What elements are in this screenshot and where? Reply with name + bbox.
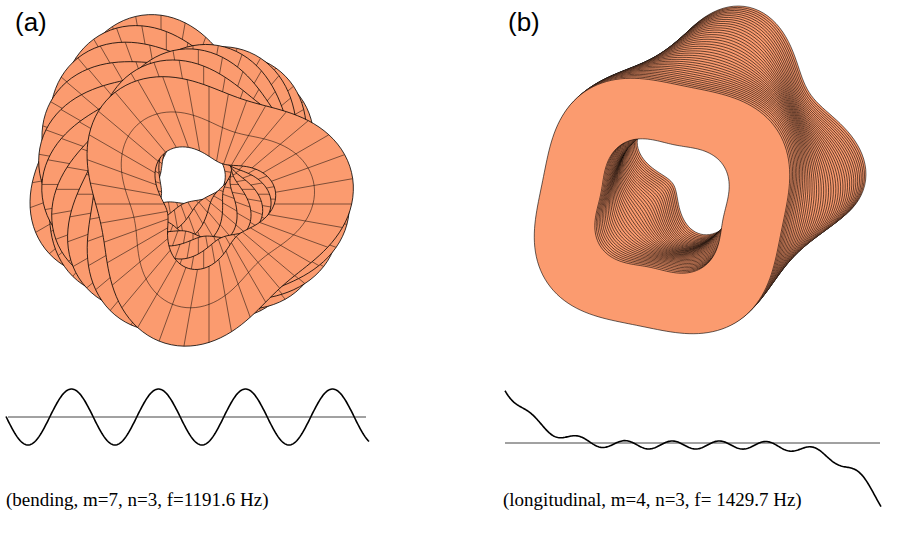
ring-slice xyxy=(87,77,353,347)
mode-caption: (bending, m=7, n=3, f=1191.6 Hz) xyxy=(6,490,269,511)
panel-label: (a) xyxy=(15,8,47,37)
panel-label: (b) xyxy=(508,8,540,37)
ring-slice xyxy=(534,78,789,333)
axis-line xyxy=(8,417,366,418)
axis-line xyxy=(505,443,880,444)
mode-curve xyxy=(6,389,369,445)
mesh-lines xyxy=(87,77,353,347)
mode-caption: (longitudinal, m=4, n=3, f= 1429.7 Hz) xyxy=(503,490,802,511)
longitudinal-mode-ring xyxy=(534,6,866,334)
bending-mode-ring xyxy=(30,15,353,347)
